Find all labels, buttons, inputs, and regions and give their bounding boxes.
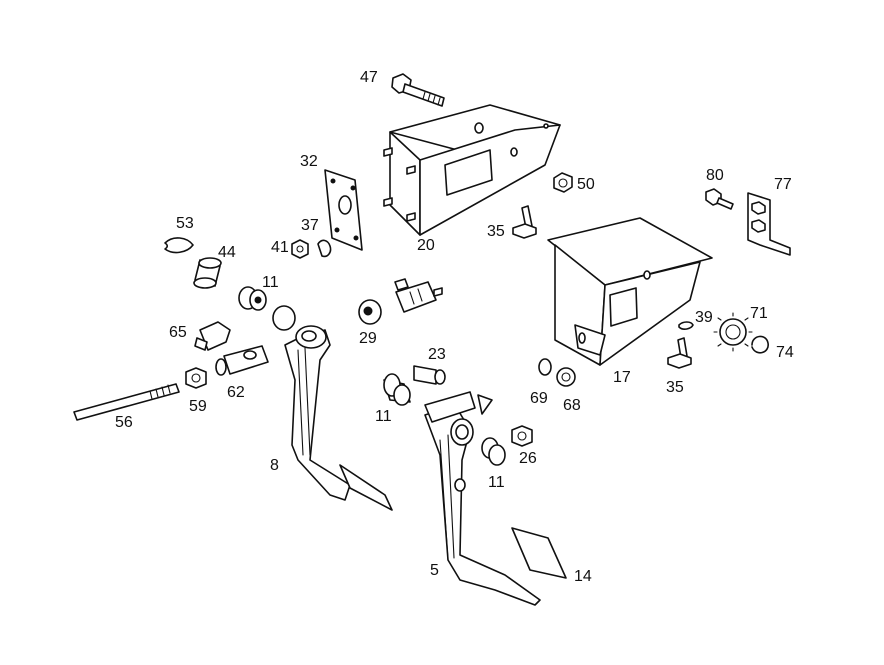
callout-5: 5 — [430, 562, 439, 579]
callout-69: 69 — [530, 390, 548, 407]
callout-8: 8 — [270, 457, 279, 474]
part-17-mounting-bracket — [547, 217, 713, 366]
callout-53: 53 — [176, 215, 194, 232]
callout-11-a: 11 — [262, 274, 279, 291]
part-32-plate — [324, 169, 363, 251]
part-74-circlip — [751, 335, 769, 354]
part-11-bushing-c — [481, 437, 506, 466]
callout-37: 37 — [301, 217, 319, 234]
part-77-bracket — [747, 192, 791, 256]
callout-11-c: 11 — [488, 474, 505, 491]
part-80-bolt — [705, 188, 734, 210]
part-23-pin — [413, 365, 446, 385]
part-65-fork — [194, 321, 231, 351]
callout-35-upper: 35 — [487, 223, 505, 240]
callout-68: 68 — [563, 397, 581, 414]
part-39-clip — [678, 321, 694, 330]
part-5-pedal — [424, 391, 541, 606]
part-53-clip — [164, 237, 194, 254]
callout-11-b: 11 — [375, 408, 392, 425]
part-14-pedal-pad — [511, 527, 567, 579]
callout-59: 59 — [189, 398, 207, 415]
callout-71: 71 — [750, 305, 768, 322]
part-35-bolt-lower — [667, 337, 692, 369]
part-switch — [394, 278, 443, 313]
callout-41: 41 — [271, 239, 289, 256]
part-26-nut — [511, 425, 533, 447]
callout-74: 74 — [776, 344, 794, 361]
callout-77: 77 — [774, 176, 792, 193]
callout-20: 20 — [417, 237, 435, 254]
callout-23: 23 — [428, 346, 446, 363]
part-50-nut — [553, 172, 573, 193]
callout-80: 80 — [706, 167, 724, 184]
callout-17: 17 — [613, 369, 631, 386]
part-29-bushing — [358, 299, 382, 325]
callout-50: 50 — [577, 176, 595, 193]
part-11-bushing-b — [383, 373, 411, 406]
callout-39: 39 — [695, 309, 713, 326]
part-41-nut — [291, 239, 309, 259]
callout-32: 32 — [300, 153, 318, 170]
callout-26: 26 — [519, 450, 537, 467]
part-44-bushing — [193, 257, 222, 289]
part-59-nut — [185, 367, 207, 389]
part-47-bolt — [391, 73, 445, 107]
callout-65: 65 — [169, 324, 187, 341]
callout-44: 44 — [218, 244, 236, 261]
callout-56: 56 — [115, 414, 133, 431]
part-68-nut — [556, 367, 576, 387]
part-8-pedal — [272, 305, 393, 511]
part-11-bushing-a — [238, 286, 267, 311]
callout-14: 14 — [574, 568, 592, 585]
callout-62: 62 — [227, 384, 245, 401]
part-35-bolt-upper — [512, 205, 537, 239]
part-37-clip — [317, 239, 332, 258]
part-69-washer — [538, 358, 552, 376]
part-62-clevis — [215, 345, 269, 376]
part-71-gear — [713, 312, 753, 352]
callout-35-lower: 35 — [666, 379, 684, 396]
callout-47: 47 — [360, 69, 378, 86]
callout-29: 29 — [359, 330, 377, 347]
part-56-rod — [73, 383, 180, 421]
part-20-bracket — [383, 104, 561, 236]
